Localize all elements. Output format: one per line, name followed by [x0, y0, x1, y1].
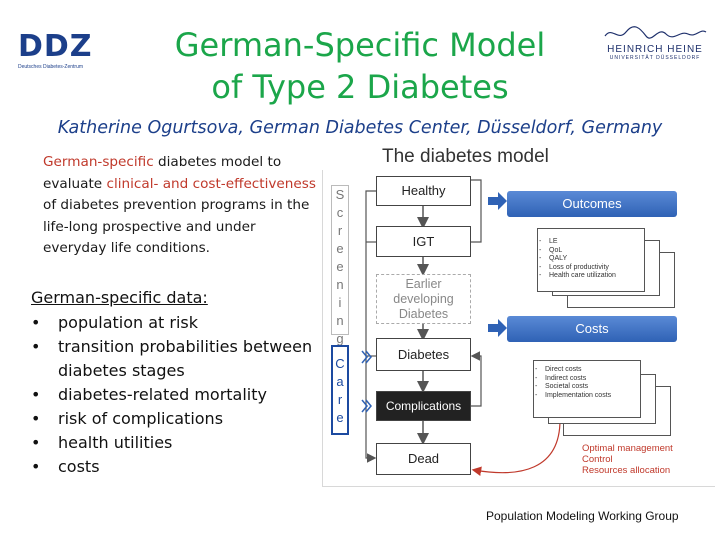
cost-note: Resources allocation — [582, 465, 671, 476]
cost-item: Indirect costs — [535, 375, 611, 384]
intro-text-1: diabetes model to evaluate — [43, 154, 282, 192]
screening-letter: e — [336, 259, 344, 274]
care-letter: C — [335, 356, 345, 371]
arrow-igt-right — [471, 179, 482, 243]
ddz-logo-letters: DDZ — [18, 29, 93, 64]
outcomes-banner: Outcomes — [507, 191, 677, 217]
screening-letter: n — [336, 277, 344, 292]
cost-notes: Optimal management Control Resources all… — [582, 443, 673, 476]
intro-text-2: of diabetes prevention programs in the l… — [43, 197, 310, 256]
care-letter: e — [336, 410, 344, 425]
outcome-item: Health care utilization — [539, 272, 616, 281]
intro-highlight-2: clinical- and cost-effectiveness — [106, 175, 316, 192]
arrow-complications-right — [470, 351, 482, 407]
cost-item: Implementation costs — [535, 392, 611, 401]
state-diabetes: Diabetes — [376, 338, 471, 371]
screening-letter: c — [336, 205, 344, 220]
outcome-item: QoL — [539, 247, 616, 256]
data-item-population: population at risk — [31, 311, 331, 335]
title-line-2: of Type 2 Diabetes — [211, 68, 509, 106]
diagram-frame — [322, 170, 715, 487]
outcomes-list: LE QoL QALY Loss of productivity Health … — [539, 238, 616, 281]
screening-letter: n — [336, 313, 344, 328]
screening-letter: e — [336, 241, 344, 256]
data-item-utilities: health utilities — [31, 431, 331, 455]
costs-pointer-icon — [488, 319, 507, 337]
screening-letter: i — [338, 295, 342, 310]
screening-letter: S — [335, 187, 345, 202]
footer-group-name: Population Modeling Working Group — [486, 509, 679, 523]
screening-column: S c r e e n i n g — [331, 185, 349, 346]
state-earlier-developing-diabetes: Earlier developing Diabetes — [376, 274, 471, 324]
intro-paragraph: German-specific diabetes model to evalua… — [43, 152, 323, 260]
arrow-costs-feedback — [471, 419, 561, 476]
costs-banner: Costs — [507, 316, 677, 342]
diagram-title: The diabetes model — [382, 146, 549, 167]
state-healthy: Healthy — [376, 176, 471, 206]
state-igt: IGT — [376, 226, 471, 257]
cost-item: Direct costs — [535, 366, 611, 375]
data-item-costs: costs — [31, 455, 331, 479]
cost-note: Control — [582, 454, 613, 465]
care-chevron-2 — [361, 399, 372, 413]
ddz-logo-subtitle: Deutsches Diabetes-Zentrum — [18, 64, 84, 70]
outcome-item: LE — [539, 238, 616, 247]
outcome-item: QALY — [539, 255, 616, 264]
intro-highlight-1: German-specific — [43, 154, 154, 170]
outcome-item: Loss of productivity — [539, 264, 616, 273]
page-title: German-Specific Model of Type 2 Diabetes — [150, 24, 570, 108]
state-complications: Complications — [376, 391, 471, 421]
care-chevron-1 — [361, 350, 372, 364]
state-dead: Dead — [376, 443, 471, 475]
author-line: Katherine Ogurtsova, German Diabetes Cen… — [57, 118, 663, 138]
cost-note: Optimal management — [582, 443, 673, 454]
hhu-logo-main: HEINRICH HEINE — [607, 44, 703, 55]
hhu-logo-sub: UNIVERSITÄT DÜSSELDORF — [609, 55, 701, 61]
title-line-1: German-Specific Model — [174, 26, 546, 64]
hhu-logo: HEINRICH HEINE UNIVERSITÄT DÜSSELDORF — [600, 22, 710, 72]
data-list: population at risk transition probabilit… — [31, 311, 331, 479]
ddz-logo: DDZ Deutsches Diabetes-Zentrum — [18, 32, 102, 72]
data-item-mortality: diabetes-related mortality — [31, 383, 331, 407]
data-item-transition: transition probabilities between diabete… — [31, 335, 331, 383]
care-column: C a r e — [331, 345, 349, 435]
arrow-healthy-dead — [365, 190, 377, 463]
hhu-signature-icon — [604, 26, 707, 39]
care-letter: a — [336, 374, 344, 389]
screening-letter: g — [336, 331, 344, 346]
care-letter: r — [337, 392, 343, 407]
data-heading: German-specific data: — [31, 288, 208, 307]
outcomes-pointer-icon — [488, 192, 507, 210]
data-item-complications: risk of complications — [31, 407, 331, 431]
costs-list: Direct costs Indirect costs Societal cos… — [535, 366, 611, 400]
screening-letter: r — [337, 223, 343, 238]
cost-item: Societal costs — [535, 383, 611, 392]
